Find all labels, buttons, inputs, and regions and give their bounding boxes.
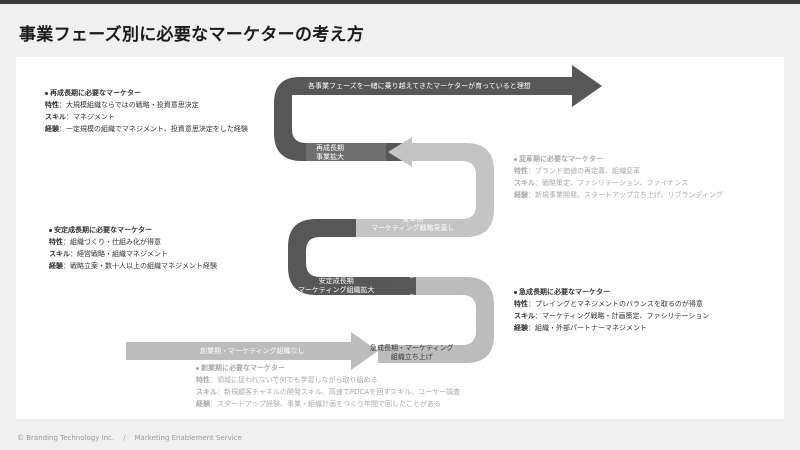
top-arrow-label: 各事業フェーズを一緒に乗り越えてきたマーケターが育っていると理想 bbox=[308, 82, 531, 90]
connector-right-upper bbox=[412, 143, 494, 237]
footer: © Branding Technology Inc. / Marketing Ena… bbox=[17, 434, 242, 442]
mature-arrow-label: 再成長期 事業拡大 bbox=[316, 144, 344, 161]
arrow-transform-head bbox=[388, 137, 416, 167]
arrow-founding bbox=[126, 332, 378, 370]
page-title: 事業フェーズ別に必要なマーケターの考え方 bbox=[19, 25, 365, 45]
regrowth-info: 再成長期に必要なマーケター 特性：大規模組織ならではの戦略・投資意思決定 スキル… bbox=[45, 89, 248, 133]
phase-flow-diagram bbox=[126, 65, 602, 370]
transform-arrow-label: 変革期 マーケティング戦略見直し bbox=[371, 215, 455, 232]
rapid-arrow-label: 急成長期・マーケティング 組織立ち上げ bbox=[370, 344, 454, 361]
arrow-stable-head bbox=[376, 277, 416, 295]
arrow-transform-body bbox=[356, 219, 412, 237]
founding-info: 創業期に必要なマーケター 特性：領域に捉われないで何でも学習しながら取り組める … bbox=[196, 364, 461, 408]
founding-arrow-label: 創業期・マーケティング組織なし bbox=[200, 347, 305, 355]
footer-service: Marketing Enablement Service bbox=[134, 434, 242, 442]
transform-info: 変革期に必要なマーケター 特性：ブランド価値の再定義、組織変革 スキル：戦略策定… bbox=[514, 155, 724, 199]
arrow-top bbox=[274, 65, 602, 107]
rapid-info: 急成長期に必要なマーケター 特性：プレイングとマネジメントのバランスを取るのが得… bbox=[514, 288, 710, 332]
top-bar bbox=[0, 0, 800, 4]
footer-separator: / bbox=[123, 434, 126, 442]
arrow-rapid bbox=[378, 345, 416, 363]
connector-right-lower bbox=[410, 277, 494, 363]
arrow-regrowth bbox=[306, 143, 386, 161]
stable-info: 安定成長期に必要なマーケター 特性：組織づくり・仕組み化が得意 スキル：経営戦略… bbox=[49, 226, 217, 270]
stable-arrow-label: 安定成長期 マーケティング組織拡大 bbox=[298, 277, 375, 294]
diagram-panel: 各事業フェーズを一緒に乗り越えてきたマーケターが育っていると理想 再成長期 事業… bbox=[16, 57, 784, 419]
footer-company: © Branding Technology Inc. bbox=[17, 434, 115, 442]
